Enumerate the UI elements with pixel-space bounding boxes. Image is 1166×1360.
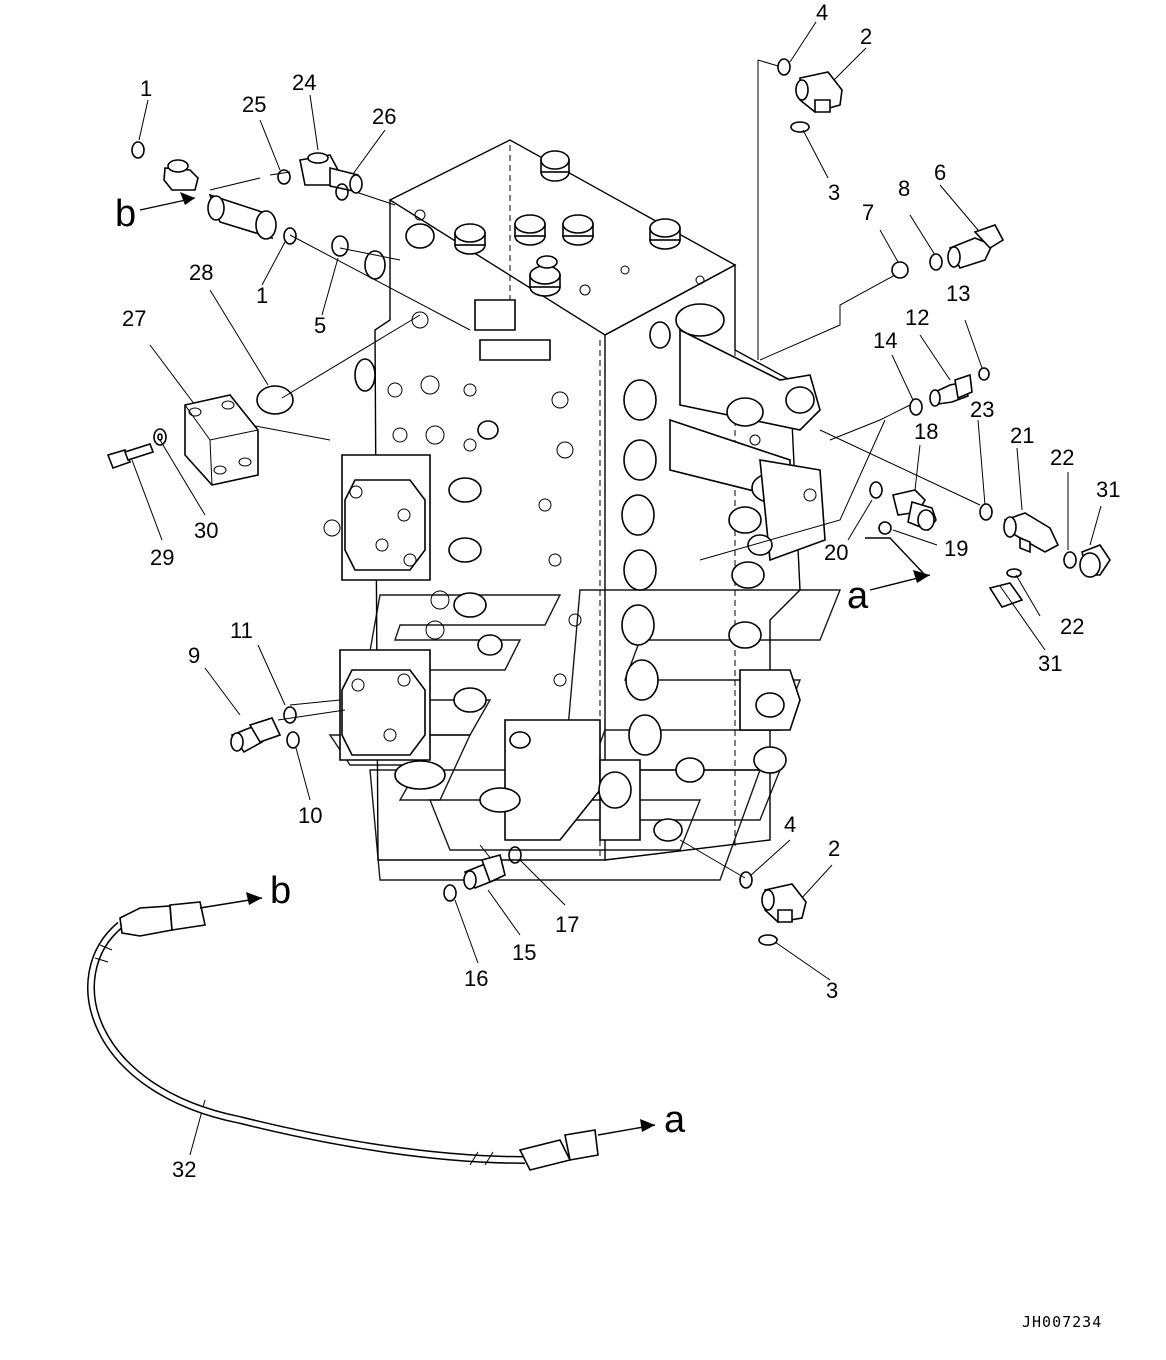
callout-7: 7 [862, 200, 874, 225]
callout-4: 4 [816, 0, 828, 25]
control-valve-body [323, 139, 826, 861]
callout-6: 6 [934, 160, 946, 185]
callout-24: 24 [292, 70, 316, 95]
callout-16: 16 [464, 966, 488, 991]
leader-lines [131, 21, 1102, 1156]
connection-arrows [139, 192, 931, 1136]
o-ring-22b [1006, 568, 1022, 578]
callout-11: 11 [230, 618, 253, 643]
washer-30 [153, 428, 167, 446]
o-ring-7 [891, 261, 909, 279]
callout-26: 26 [372, 104, 396, 129]
o-ring-10 [286, 731, 300, 749]
callout-22: 22 [1050, 445, 1074, 470]
callout-4: 4 [784, 812, 796, 837]
drawing-code: JH007234 [1022, 1313, 1102, 1331]
connection-letters: b a b a [115, 193, 869, 1141]
elbow-fitting-24 [299, 152, 363, 194]
callout-17: 17 [555, 912, 579, 937]
bolt-29 [106, 443, 155, 470]
callout-10: 10 [298, 803, 322, 828]
top-plugs [414, 150, 705, 297]
pressure-sensor-2-top [795, 71, 843, 113]
callout-13: 13 [946, 281, 970, 306]
fitting-6 [947, 224, 1005, 269]
callout-30: 30 [194, 518, 218, 543]
callout-3: 3 [826, 978, 838, 1003]
callout-20: 20 [824, 540, 848, 565]
callout-1: 1 [256, 283, 268, 308]
callout-21: 21 [1010, 423, 1034, 448]
o-ring-25 [277, 169, 291, 185]
o-ring-3-top [790, 121, 810, 133]
connection-label-b: b [270, 870, 291, 912]
elbow-fitting-18 [892, 489, 937, 531]
connection-label-a: a [664, 1099, 686, 1141]
o-ring-20 [869, 481, 883, 499]
callout-labels: 1 1 2 2 3 3 4 4 5 6 7 8 9 10 11 12 13 14… [122, 0, 1120, 1182]
fitting-9 [230, 717, 282, 754]
o-ring-16 [443, 884, 457, 902]
o-ring-4-top [777, 58, 791, 76]
callout-18: 18 [914, 419, 938, 444]
callout-8: 8 [898, 176, 910, 201]
o-ring-11 [283, 706, 297, 724]
callout-3: 3 [828, 180, 840, 205]
o-ring-5 [331, 235, 349, 257]
callout-23: 23 [970, 397, 994, 422]
callout-2: 2 [828, 836, 840, 861]
plug-31a [1079, 544, 1111, 578]
connection-label-b: b [115, 193, 136, 235]
loose-parts [87, 58, 1111, 1171]
nipple-fitting [163, 167, 199, 191]
callout-9: 9 [188, 643, 200, 668]
o-ring-3-bottom [758, 934, 778, 946]
connection-label-a: a [847, 575, 869, 617]
callout-22: 22 [1060, 614, 1084, 639]
callout-29: 29 [150, 545, 174, 570]
fitting-21 [1003, 512, 1060, 554]
callout-31: 31 [1038, 651, 1062, 676]
callout-27: 27 [122, 306, 146, 331]
o-ring-17 [508, 846, 522, 864]
callout-14: 14 [873, 328, 897, 353]
callout-19: 19 [944, 536, 968, 561]
callout-1: 1 [140, 76, 152, 101]
callout-28: 28 [189, 260, 213, 285]
left-face-details [323, 223, 601, 841]
o-ring-23 [979, 503, 993, 521]
callout-25: 25 [242, 92, 266, 117]
plug-31b [988, 582, 1024, 608]
o-ring-14 [909, 398, 923, 416]
callout-32: 32 [172, 1157, 196, 1182]
pressure-sensor-2-bottom [761, 883, 807, 923]
o-ring-1-lower [283, 227, 297, 245]
o-ring-28 [256, 385, 294, 415]
callout-15: 15 [512, 940, 536, 965]
callout-12: 12 [905, 305, 929, 330]
hose-32 [87, 901, 599, 1171]
callout-31: 31 [1096, 477, 1120, 502]
fitting-15 [463, 854, 506, 890]
o-ring-26 [335, 183, 349, 201]
o-ring-19 [878, 521, 892, 535]
right-face-spools [598, 303, 826, 842]
o-ring-4-bottom [739, 871, 753, 889]
callout-5: 5 [314, 313, 326, 338]
fitting-12 [929, 373, 973, 407]
cover-plate-27 [184, 394, 259, 486]
o-ring-8 [929, 253, 943, 271]
o-ring-13 [978, 367, 990, 381]
o-ring-22a [1063, 551, 1077, 569]
o-ring-1-top [131, 141, 145, 159]
callout-2: 2 [860, 24, 872, 49]
